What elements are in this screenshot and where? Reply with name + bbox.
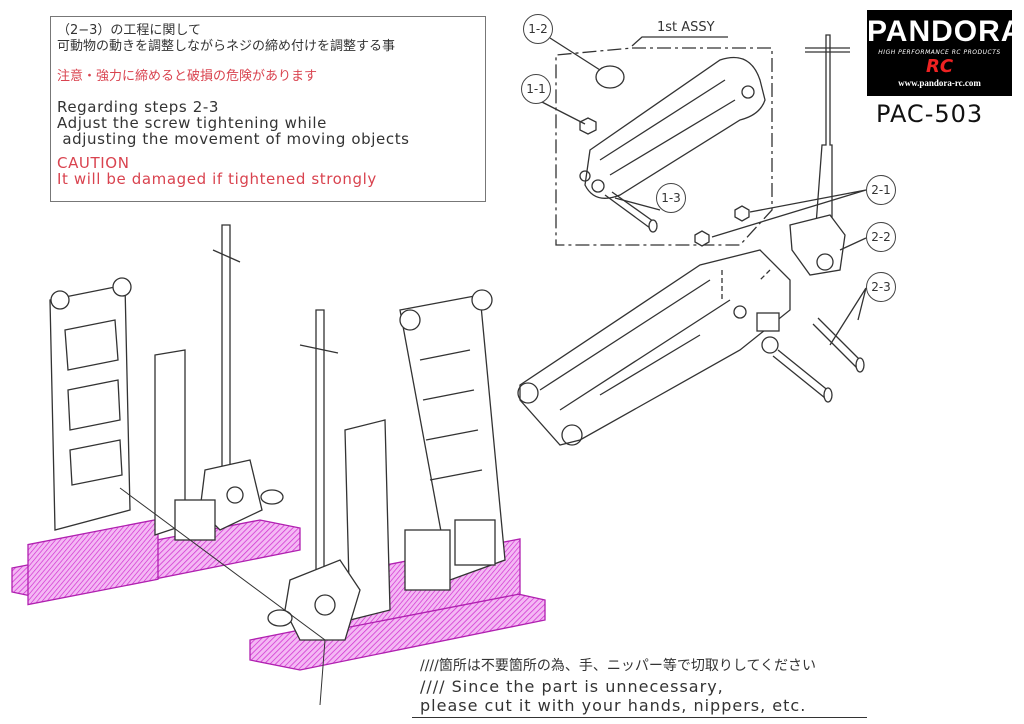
assembly-instructions-box: （2−3）の工程に関して 可動物の動きを調整しながらネジの締め付けを調整する事 … [50,16,486,202]
en-step-title: Regarding steps 2-3 [57,98,220,116]
nut-2-1a [734,205,750,222]
bolt-2-3b [812,317,865,373]
callout-2-3: 2-3 [866,272,896,302]
logo-rc: RC [925,56,954,77]
en-caution-body: It will be damaged if tightened strongly [57,170,377,188]
pandora-logo: PANDORA HIGH PERFORMANCE RC PRODUCTS RC … [867,10,1024,96]
callout-1-3: 1-3 [656,183,686,213]
lever-arm-part [579,56,766,199]
pillar-part [789,34,850,276]
footer-leader [119,487,326,706]
pin-head [648,219,658,233]
bolt-2-3a [772,349,833,403]
first-assy-label: 1st ASSY [657,20,715,35]
jp-caution: 注意・強力に締めると破損の危険があります [57,69,318,84]
spacer [57,85,479,99]
jp-step-body: 可動物の動きを調整しながらネジの締め付けを調整する事 [57,39,396,54]
en-step-line2: adjusting the movement of moving objects [57,130,410,148]
callout-leaders-1 [537,37,661,211]
footer-en-note-1: //// Since the part is unnecessary, [420,677,724,696]
callout-1-2: 1-2 [523,14,553,44]
en-step-line1: Adjust the screw tightening while [57,114,328,132]
nut-part [579,117,597,135]
callout-leaders-2 [711,189,867,346]
assy-leader [631,36,728,47]
en-caution-title: CAUTION [57,154,130,172]
callout-2-1: 2-1 [866,175,896,205]
assembly-guide-lines [721,269,771,300]
base-frame-part [517,249,791,446]
jp-step-title: （2−3）の工程に関して [57,23,202,38]
footer-en-note-2: please cut it with your hands, nippers, … [420,696,807,715]
footer-jp-note: ////箇所は不要箇所の為、手、ニッパー等で切取りしてください [420,658,817,674]
sprue-right [249,289,546,671]
cap-part [595,65,625,89]
part-number: PAC-503 [876,100,984,128]
nut-2-1b [694,230,710,247]
logo-tagline: HIGH PERFORMANCE RC PRODUCTS [878,49,1001,56]
callout-1-1: 1-1 [521,74,551,104]
spacer [57,55,479,69]
logo-url: www.pandora-rc.com [898,78,981,88]
footer-underline [412,717,867,718]
callout-2-2: 2-2 [866,222,896,252]
logo-brand: PANDORA [867,15,1024,48]
pin-part [604,191,658,229]
sprue-left [11,224,301,606]
